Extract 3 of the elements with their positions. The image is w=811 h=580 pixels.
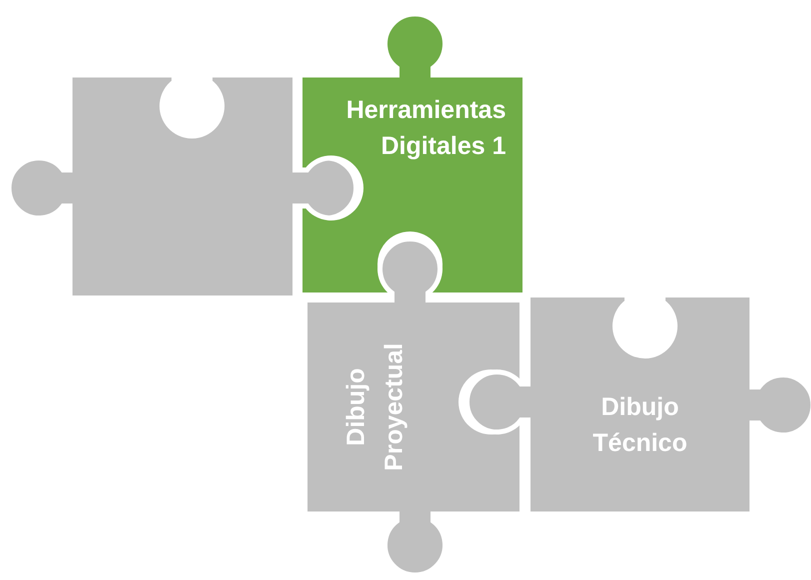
piece-label: Dibujo Proyectual [341, 343, 409, 471]
piece-label: Herramientas Digitales 1 [346, 95, 506, 162]
piece-label: Dibujo Técnico [592, 392, 688, 459]
